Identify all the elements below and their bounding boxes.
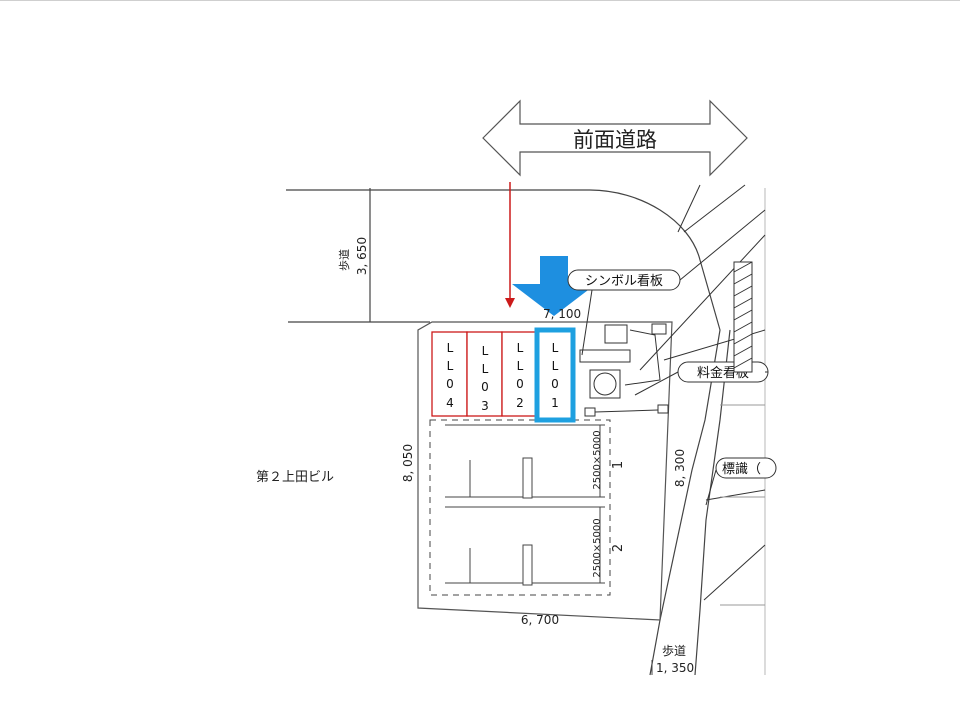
svg-text:3: 3	[481, 399, 489, 413]
equipment	[579, 323, 669, 417]
svg-text:0: 0	[481, 380, 489, 394]
sidewalk-top-dimension: 3, 650	[355, 237, 369, 275]
width-top-dimension: 7, 100	[543, 307, 581, 321]
blue-down-arrow	[512, 256, 596, 316]
svg-text:L: L	[552, 341, 559, 355]
parking-2-number: 2	[611, 544, 626, 552]
symbol-sign-label: シンボル看板	[585, 273, 663, 289]
parking-1-number: 1	[611, 461, 626, 469]
sidewalk-right-label: 歩道	[662, 643, 686, 658]
svg-text:0: 0	[446, 377, 454, 391]
depth-left-dimension: 8, 050	[401, 444, 415, 482]
leader-lines	[639, 184, 766, 606]
bike-spaces	[431, 327, 576, 423]
symbol-sign-callout	[567, 209, 766, 356]
mark-sign-label: 標識（	[722, 462, 761, 477]
red-arrow	[505, 182, 515, 308]
parking-2-size: 2500×5000	[592, 518, 603, 577]
sidewalk-top-label: 歩道	[337, 249, 351, 271]
road-label: 前面道路	[573, 128, 657, 152]
svg-text:0: 0	[551, 377, 559, 391]
space-ll02[interactable]: L L 0 2	[516, 341, 524, 410]
svg-text:L: L	[482, 362, 489, 376]
width-bottom-dimension: 6, 700	[521, 613, 559, 627]
svg-text:4: 4	[446, 396, 454, 410]
space-ll04[interactable]: L L 0 4	[446, 341, 454, 410]
svg-text:0: 0	[516, 377, 524, 391]
svg-text:1: 1	[551, 396, 559, 410]
svg-text:L: L	[447, 359, 454, 373]
svg-text:L: L	[552, 359, 559, 373]
depth-right-dimension: 8, 300	[673, 449, 687, 487]
parking-1-size: 2500×5000	[592, 430, 603, 489]
building-label: 第２上田ビル	[256, 470, 334, 485]
site-boundary	[417, 321, 673, 621]
mark-sign-callout	[705, 457, 777, 506]
svg-text:L: L	[482, 344, 489, 358]
svg-text:L: L	[517, 359, 524, 373]
parking-bays	[429, 419, 611, 596]
svg-text:L: L	[447, 341, 454, 355]
svg-text:L: L	[517, 341, 524, 355]
hatched-wall	[733, 261, 753, 373]
top-divider	[0, 0, 960, 1]
space-ll03[interactable]: L L 0 3	[481, 344, 489, 413]
road-arrow	[482, 99, 748, 177]
space-ll01-highlighted[interactable]: L L 0 1	[551, 341, 559, 410]
svg-text:2: 2	[516, 396, 524, 410]
sidewalk-right-dimension: 1, 350	[656, 661, 694, 675]
